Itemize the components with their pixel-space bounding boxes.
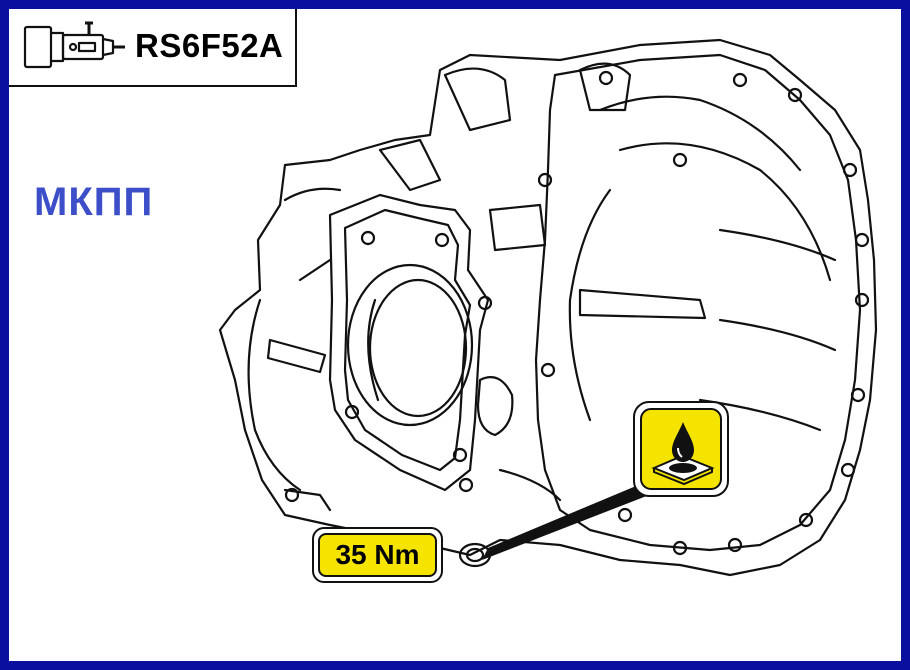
- transmission-icon: [23, 21, 125, 69]
- oil-drop-icon: [651, 422, 715, 486]
- oil-badge-inner: [640, 408, 722, 490]
- torque-callout: 35 Nm: [312, 527, 443, 583]
- torque-value: 35 Nm: [318, 533, 437, 577]
- callout-leader: [482, 478, 662, 560]
- model-header: RS6F52A: [9, 9, 297, 87]
- gearbox-type-label: МКПП: [34, 180, 154, 224]
- oil-badge: [633, 401, 729, 497]
- model-code: RS6F52A: [135, 27, 284, 64]
